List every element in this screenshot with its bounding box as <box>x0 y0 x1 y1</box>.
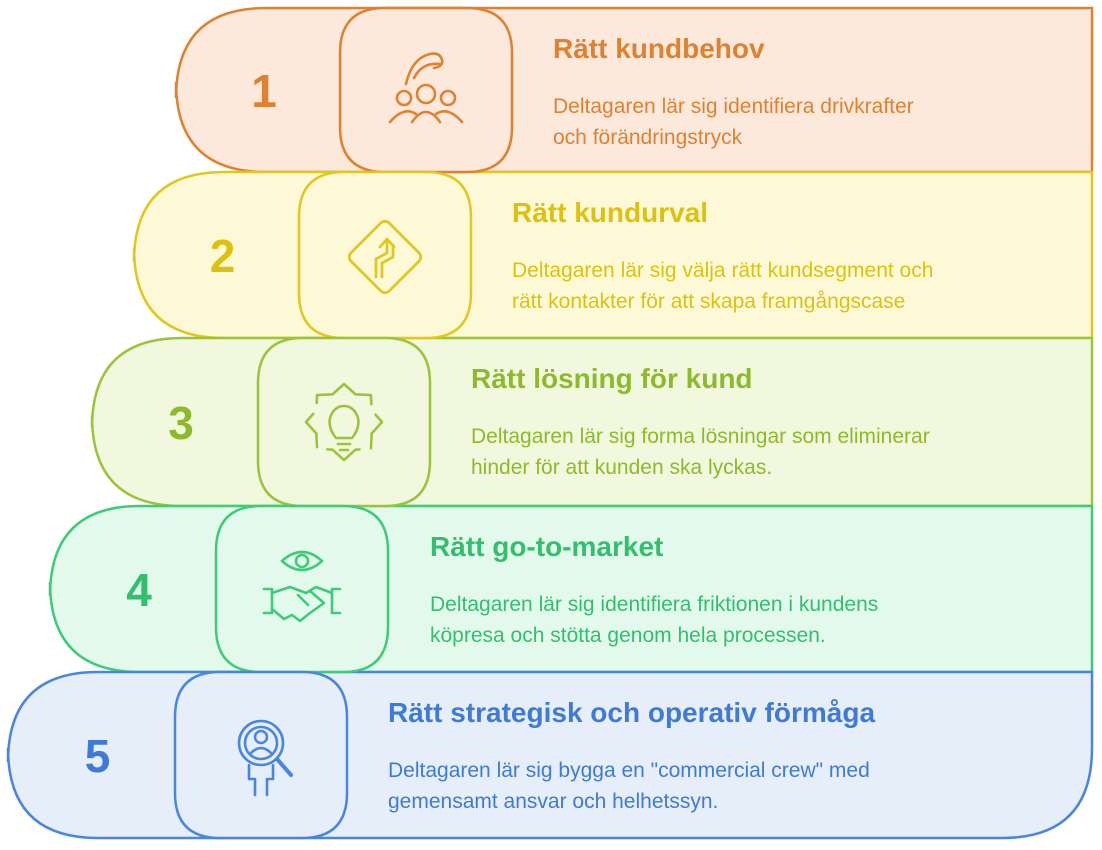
step-5-description-line: Deltagaren lär sig bygga en "commercial … <box>388 759 870 782</box>
step-1-number: 1 <box>251 65 277 117</box>
step-5-description-line: gemensamt ansvar och helhetssyn. <box>388 790 718 813</box>
person-magnifier-icon <box>237 719 293 797</box>
step-5-icon-capsule <box>173 670 349 840</box>
step-4-description-line: Deltagaren lär sig identifiera friktione… <box>430 593 878 616</box>
step-4-title: Rätt go-to-market <box>430 531 663 562</box>
step-3-icon-capsule <box>256 336 432 508</box>
hand-over-group-icon <box>388 52 464 124</box>
step-1-description-line: och förändringstryck <box>553 126 743 149</box>
step-2-description-line: rätt kontakter för att skapa framgångsca… <box>512 290 905 313</box>
step-1-title: Rätt kundbehov <box>553 33 765 64</box>
step-4-number: 4 <box>126 564 152 616</box>
step-4-description-line: köpresa och stötta genom hela processen. <box>430 624 826 647</box>
step-4-icon-capsule <box>214 504 390 674</box>
capsule-layer <box>173 6 514 840</box>
step-3-number: 3 <box>168 397 194 449</box>
eye-handshake-icon <box>262 550 342 623</box>
step-3-description-line: Deltagaren lär sig forma lösningar som e… <box>471 425 930 448</box>
step-5-title: Rätt strategisk och operativ förmåga <box>388 697 875 728</box>
step-5: 5 Rätt strategisk och operativ förmågaDel… <box>85 697 876 813</box>
step-5-number: 5 <box>85 730 111 782</box>
direction-sign-icon <box>347 219 423 295</box>
gear-lightbulb-icon <box>304 382 384 462</box>
step-1-description-line: Deltagaren lär sig identifiera drivkraft… <box>553 95 914 118</box>
step-2-title: Rätt kundurval <box>512 197 708 228</box>
step-1-icon-capsule <box>338 6 514 174</box>
step-3-description-line: hinder för att kunden ska lyckas. <box>471 456 772 479</box>
step-3-title: Rätt lösning för kund <box>471 363 753 394</box>
step-2-number: 2 <box>210 230 236 282</box>
step-2-description-line: Deltagaren lär sig välja rätt kundsegmen… <box>512 259 933 282</box>
